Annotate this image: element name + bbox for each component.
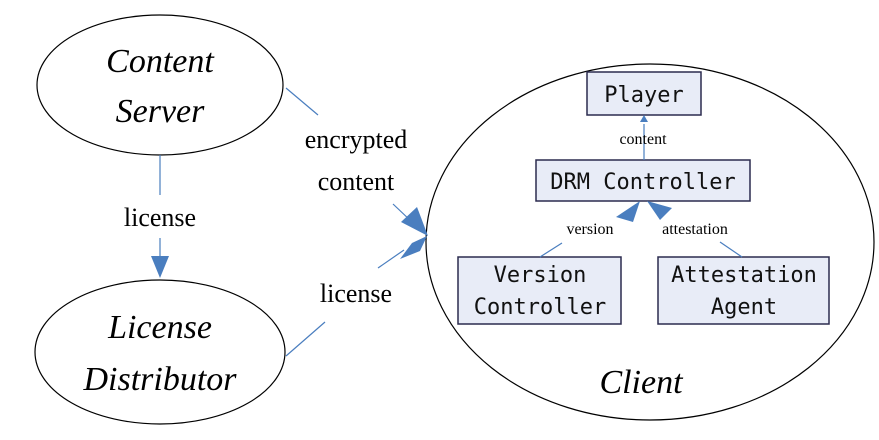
server-to-distributor-label: license (124, 203, 196, 232)
server-to-distributor-arrowhead (151, 256, 169, 278)
drm-to-player-arrowhead (640, 115, 648, 122)
version-to-drm-arrowhead (616, 201, 640, 222)
version-controller-label-line2: Controller (474, 295, 606, 320)
content-server-label-line1: Content (106, 43, 215, 80)
attestation-agent-label-line2: Agent (711, 295, 777, 320)
player-label: Player (604, 83, 683, 108)
license-distributor-label-line1: License (107, 309, 212, 346)
attestation-to-drm-label: attestation (662, 221, 728, 238)
server-to-client-arrowhead (401, 207, 428, 236)
server-to-client-label-line1: encrypted (305, 125, 408, 154)
distributor-to-client-label: license (320, 279, 392, 308)
distributor-to-client-arrowhead (400, 236, 427, 259)
license-distributor-node (34, 279, 286, 425)
attestation-to-drm-arrowhead (647, 201, 672, 220)
version-controller-box (457, 256, 622, 325)
client-label: Client (599, 364, 684, 401)
client-container (425, 63, 875, 421)
content-server-node (36, 14, 284, 156)
drm-to-player-label: content (619, 131, 667, 148)
version-to-drm-line (539, 242, 563, 258)
drm-controller-box (535, 159, 751, 202)
attestation-agent-box (657, 256, 830, 325)
license-distributor-label-line2: Distributor (82, 361, 237, 398)
distributor-to-client-line-bottom (285, 321, 326, 357)
attestation-agent-label-line1: Attestation (671, 263, 817, 288)
server-to-client-label-line2: content (318, 167, 395, 196)
distributor-to-client-line-top (377, 249, 405, 269)
server-to-client-line-top (285, 87, 319, 116)
attestation-to-drm-line (719, 241, 743, 258)
version-to-drm-label: version (566, 221, 613, 238)
content-server-label-line2: Server (116, 93, 206, 130)
version-controller-label-line1: Version (494, 263, 587, 288)
drm-controller-label: DRM Controller (550, 170, 735, 195)
